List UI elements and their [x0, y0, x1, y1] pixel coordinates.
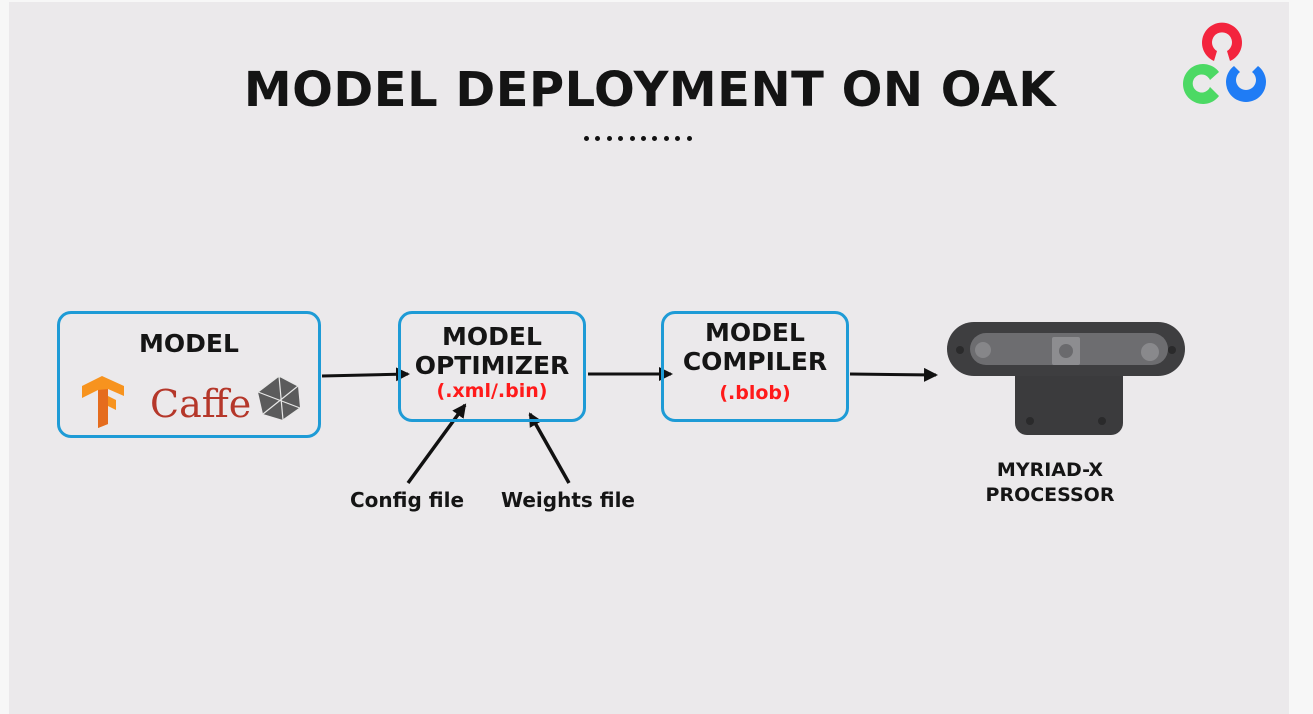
- divider-dot: [629, 136, 635, 141]
- compiler-line2: COMPILER: [682, 347, 828, 376]
- oak-camera-device: [947, 322, 1185, 435]
- right-lens: [1141, 343, 1159, 361]
- model-optimizer-box: MODEL OPTIMIZER (.xml/.bin): [398, 311, 586, 422]
- divider-dot: [675, 136, 681, 141]
- arrow-model-to-optimizer: [321, 367, 410, 382]
- logo-green-ring: [1183, 64, 1219, 104]
- left-lens: [975, 342, 991, 358]
- arrow-config-file: [406, 403, 467, 485]
- divider-dot: [584, 136, 589, 141]
- optimizer-extension: (.xml/.bin): [436, 380, 548, 402]
- model-label: MODEL: [139, 329, 239, 358]
- logo-red-ring: [1202, 22, 1242, 61]
- divider-dot: [652, 136, 658, 141]
- opencv-logo: [1183, 22, 1267, 104]
- arrow-compiler-to-device: [849, 367, 938, 382]
- arrow-weights-file: [528, 412, 571, 484]
- divider-dot: [686, 136, 692, 141]
- compiler-extension: (.blob): [719, 382, 791, 404]
- device-label-line2: PROCESSOR: [985, 484, 1115, 506]
- device-label-line1: MYRIAD-X: [996, 459, 1104, 481]
- screw: [1168, 346, 1176, 354]
- screw: [1026, 417, 1034, 425]
- title-divider: [584, 136, 692, 141]
- divider-dot: [606, 136, 612, 141]
- model-compiler-box: MODEL COMPILER (.blob): [661, 311, 849, 422]
- slide-title: MODEL DEPLOYMENT ON OAK: [243, 62, 1057, 118]
- caffe-logo: Caffe: [150, 382, 252, 426]
- divider-dot: [618, 136, 624, 141]
- weights-file-label: Weights file: [501, 488, 635, 512]
- optimizer-line2: OPTIMIZER: [414, 351, 570, 380]
- divider-dot: [595, 136, 601, 141]
- screw: [1098, 417, 1106, 425]
- model-box: MODEL Caffe: [57, 311, 321, 438]
- compiler-line1: MODEL: [705, 318, 805, 347]
- config-file-label: Config file: [350, 488, 465, 512]
- divider-dot: [640, 136, 646, 141]
- divider-dot: [663, 136, 669, 141]
- device-label: MYRIAD-X PROCESSOR: [960, 458, 1140, 508]
- logo-blue-ring: [1226, 66, 1267, 102]
- screw: [956, 346, 964, 354]
- onnx-icon: [257, 375, 301, 421]
- optimizer-line1: MODEL: [442, 322, 542, 351]
- tensorflow-icon: [82, 376, 124, 428]
- center-lens: [1059, 344, 1073, 358]
